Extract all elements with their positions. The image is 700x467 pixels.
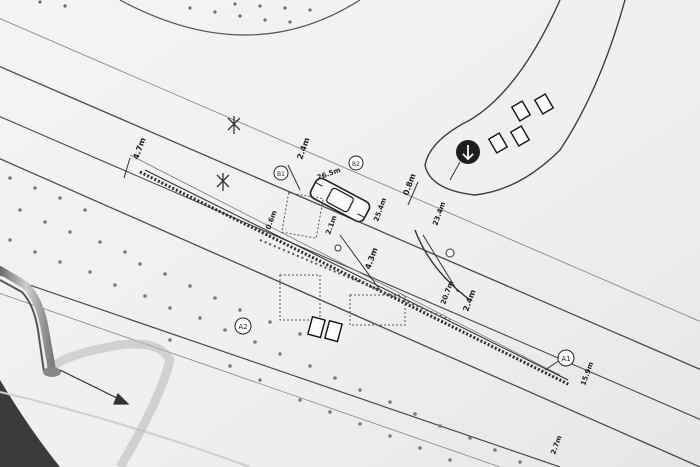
down-arrow-circle-icon: [449, 140, 480, 181]
traffic-island-outline: [424, 0, 626, 196]
radius-arc: [414, 229, 471, 301]
sign-icon-pair-top: [487, 93, 555, 154]
grass-dots-left: [8, 176, 522, 464]
marker-a1: A1: [557, 349, 575, 367]
road-lines: [0, 18, 700, 467]
marker-b2-label: B2: [352, 161, 360, 168]
marker-a2-label: A2: [238, 323, 247, 331]
binder-ring-icon: [0, 266, 175, 467]
marker-b1-label: B1: [277, 171, 285, 178]
dimension-lines: [123, 157, 561, 371]
tree-symbol-icon: [216, 116, 241, 191]
reference-points: [334, 244, 455, 258]
skid-mark-long: [139, 169, 571, 387]
marker-a2: A2: [234, 317, 252, 335]
marker-a1-label: A1: [561, 355, 570, 363]
desk-edge: [0, 380, 60, 467]
grass-dots-top: [38, 0, 312, 24]
upper-arc: [119, 0, 361, 36]
lower-sheet-edge: [0, 391, 251, 467]
vehicle-trace-dashed: [279, 192, 406, 326]
sign-icon-pair-bottom: [307, 315, 343, 343]
marker-b1: B1: [273, 165, 289, 181]
skid-mark-second: [259, 239, 451, 321]
marker-b2: B2: [348, 155, 364, 171]
vehicle-b-car: [309, 177, 371, 223]
bottom-arrow: [59, 369, 130, 405]
